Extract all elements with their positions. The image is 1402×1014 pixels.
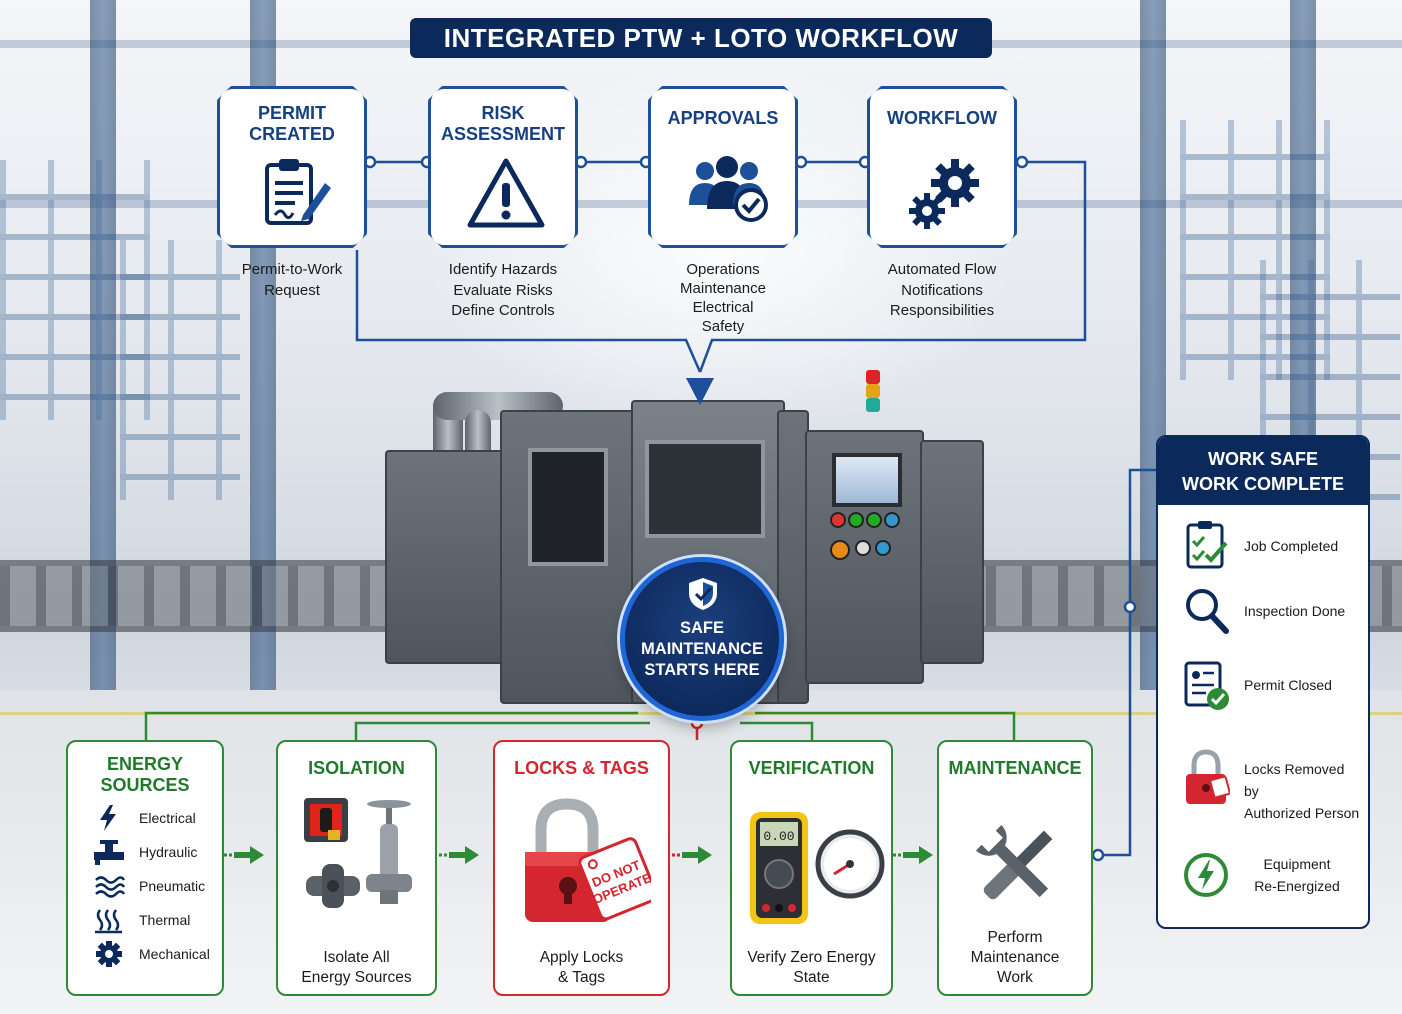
complete-item-locks-removed: Locks Removed by Authorized Person xyxy=(1158,747,1368,821)
valve-icon xyxy=(94,840,124,865)
energy-item-mechanical: Mechanical xyxy=(92,940,210,968)
heat-icon xyxy=(95,909,122,934)
clipboard-pen-icon xyxy=(255,155,335,235)
approved-group-icon xyxy=(679,149,775,229)
gears-icon xyxy=(905,155,985,235)
safe-maintenance-badge: SAFE MAINTENANCE STARTS HERE xyxy=(620,557,784,721)
isolation-valves-icon xyxy=(304,798,412,908)
complete-item-job-completed: Job Completed xyxy=(1158,519,1368,579)
energy-item-pneumatic: Pneumatic xyxy=(92,872,205,900)
warning-triangle-icon xyxy=(466,155,546,235)
shield-check-icon xyxy=(689,578,717,610)
air-waves-icon xyxy=(95,876,126,898)
complete-item-permit-closed: Permit Closed xyxy=(1158,659,1368,719)
flow-arrow-3 xyxy=(672,846,712,864)
red-padlock-icon xyxy=(1186,749,1230,804)
bolt-icon xyxy=(100,805,116,831)
work-complete-header: WORK SAFE WORK COMPLETE xyxy=(1158,437,1368,505)
flow-arrow-1 xyxy=(224,846,264,864)
work-complete-panel: WORK SAFE WORK COMPLETE Job Completed In… xyxy=(1156,435,1370,929)
energy-item-thermal: Thermal xyxy=(92,906,190,934)
checklist-icon xyxy=(1186,521,1228,569)
magnifier-icon xyxy=(1186,589,1229,634)
flow-arrow-4 xyxy=(893,846,933,864)
step-workflow: WORKFLOW xyxy=(867,86,1017,248)
flow-arrow-2 xyxy=(439,846,479,864)
wrench-screwdriver-icon xyxy=(975,824,1053,900)
padlock-tag-icon: DO NOT OPERATE xyxy=(525,798,651,922)
complete-item-equipment-reenergized: Equipment Re-Energized xyxy=(1158,849,1368,909)
meter-reading: 0.00 xyxy=(763,829,794,844)
step-approvals: APPROVALS xyxy=(648,86,798,248)
permit-check-icon xyxy=(1184,661,1229,710)
page-title: INTEGRATED PTW + LOTO WORKFLOW xyxy=(410,18,992,58)
step-locks-tags: LOCKS & TAGS DO NOT OPERATE Apply Locks&… xyxy=(493,740,670,996)
energy-circle-icon xyxy=(1184,853,1228,897)
complete-item-inspection-done: Inspection Done xyxy=(1158,585,1368,645)
gear-icon xyxy=(96,941,122,967)
energy-item-electrical: Electrical xyxy=(92,804,196,832)
energy-item-hydraulic: Hydraulic xyxy=(92,838,197,866)
multimeter-gauge-icon: 0.00 xyxy=(750,812,885,924)
